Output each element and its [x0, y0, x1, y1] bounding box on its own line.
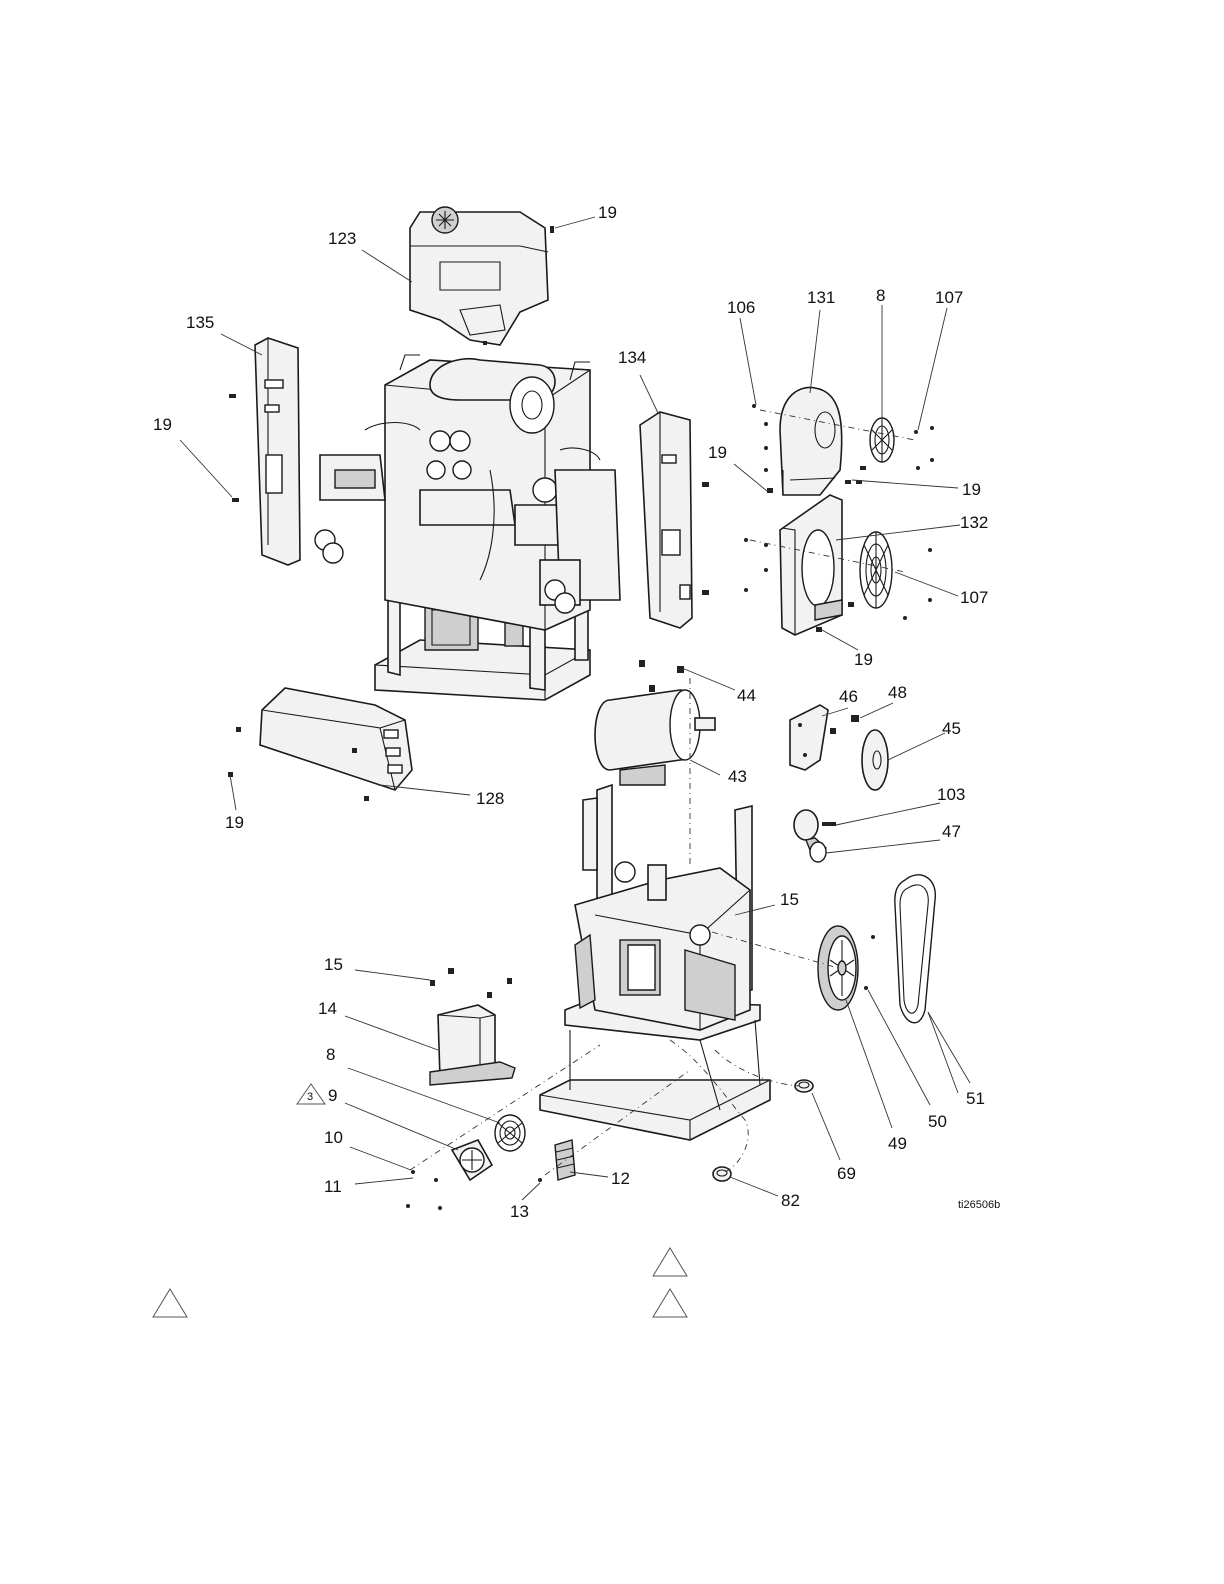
fan-guard-part-8-top [870, 418, 894, 462]
callout-69: 69 [837, 1164, 856, 1183]
callout-123: 123 [328, 229, 356, 248]
callout-19-right: 19 [962, 480, 981, 499]
callout-12: 12 [611, 1169, 630, 1188]
callout-10: 10 [324, 1128, 343, 1147]
callout-131: 131 [807, 288, 835, 307]
callout-46: 46 [839, 687, 858, 706]
callout-9: 9 [328, 1086, 337, 1105]
callout-48: 48 [888, 683, 907, 702]
pulley-washer-part-45 [862, 730, 888, 790]
main-machine-assembly [315, 355, 620, 700]
callout-49: 49 [888, 1134, 907, 1153]
footnote-markers [153, 1248, 687, 1317]
callout-9-note: 3 [307, 1091, 313, 1103]
front-cover-part-128 [260, 688, 412, 790]
callout-107-top: 107 [935, 288, 963, 307]
bushing-part-82 [713, 1167, 731, 1181]
footnote-triangle-icon-2 [153, 1289, 187, 1317]
callout-50: 50 [928, 1112, 947, 1131]
callout-8-bottom: 8 [326, 1045, 335, 1064]
callout-15-frame: 15 [780, 890, 799, 909]
callout-135: 135 [186, 313, 214, 332]
callout-19-left: 19 [153, 415, 172, 434]
callout-11: 11 [324, 1177, 342, 1196]
callout-19-bracket: 19 [854, 650, 873, 669]
cooling-fan-part-9 [452, 1140, 492, 1180]
figure-id: ti26506b [958, 1199, 1000, 1211]
callout-15-left: 15 [324, 955, 343, 974]
callout-19-top: 19 [598, 203, 617, 222]
callout-14: 14 [318, 999, 337, 1018]
callout-8-top: 8 [876, 286, 885, 305]
top-cover-part-123 [410, 207, 548, 345]
footnote-triangle-icon-1 [653, 1248, 687, 1276]
fan-bracket-part-132 [780, 495, 842, 635]
left-side-panel-part-135 [255, 338, 300, 565]
pulley-part-49 [818, 926, 858, 1010]
right-side-panel-part-134 [640, 412, 692, 628]
callout-106: 106 [727, 298, 755, 317]
callout-47: 47 [942, 822, 961, 841]
callout-44: 44 [737, 686, 756, 705]
callout-132: 132 [960, 513, 988, 532]
motor-part-43 [595, 690, 715, 785]
callout-82: 82 [781, 1191, 800, 1210]
callout-107-mid: 107 [960, 588, 988, 607]
transformer-part-14 [430, 1005, 515, 1085]
footnote-triangle-icon-3 [653, 1289, 687, 1317]
callout-43: 43 [728, 767, 747, 786]
fan-guard-part-8-bottom [495, 1115, 525, 1151]
callout-45: 45 [942, 719, 961, 738]
callout-134: 134 [618, 348, 646, 367]
callout-51: 51 [966, 1089, 985, 1108]
callout-19-cover: 19 [225, 813, 244, 832]
fan-shroud-part-131 [780, 387, 842, 495]
callout-128: 128 [476, 789, 504, 808]
fan-guard-part-107-mid [860, 532, 892, 608]
tensioner-part-47 [794, 810, 826, 862]
lower-frame-assembly [540, 785, 770, 1140]
callout-13: 13 [510, 1202, 529, 1221]
bracket-part-46 [790, 705, 828, 770]
drive-belt-part-51 [895, 875, 935, 1023]
terminal-block-part-12 [555, 1140, 575, 1180]
callout-19-mid: 19 [708, 443, 727, 462]
callout-103: 103 [937, 785, 965, 804]
